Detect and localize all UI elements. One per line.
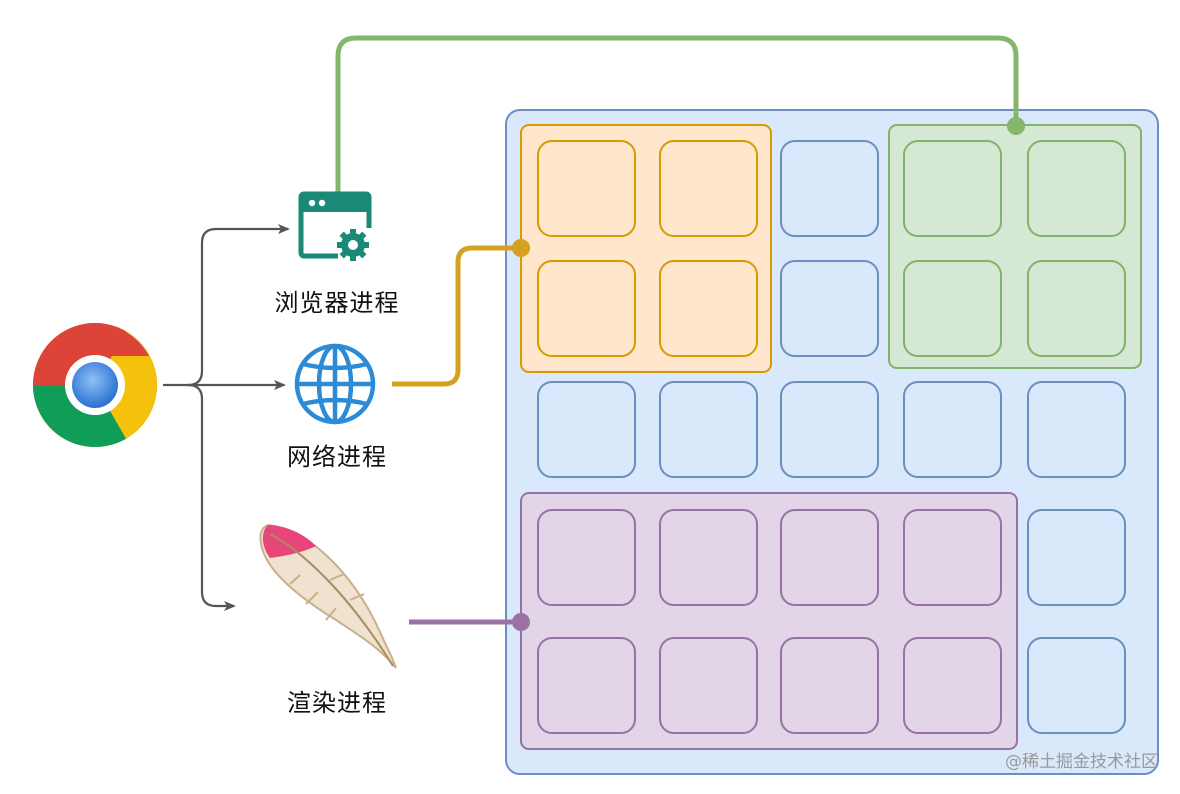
browser-memory-cell	[903, 260, 1002, 357]
renderer-memory-cell	[659, 509, 758, 606]
free-memory-cell	[780, 260, 879, 357]
free-memory-cell	[537, 381, 636, 478]
network-connector-dot	[512, 239, 530, 257]
browser-memory-cell	[1027, 260, 1126, 357]
memory-cells	[537, 140, 1126, 734]
browser-connector	[335, 35, 1019, 192]
browser-process-label: 浏览器进程	[274, 289, 400, 317]
free-memory-cell	[903, 381, 1002, 478]
renderer-memory-cell	[903, 637, 1002, 734]
free-memory-cell	[1027, 509, 1126, 606]
free-memory-cell	[659, 381, 758, 478]
arrow-to-renderer	[163, 383, 236, 611]
browser-window-gear-icon	[298, 191, 374, 264]
renderer-memory-cell	[780, 509, 879, 606]
free-memory-cell	[1027, 381, 1126, 478]
renderer-memory-cell	[537, 637, 636, 734]
renderer-memory-cell	[537, 509, 636, 606]
network-connector	[392, 245, 521, 387]
renderer-connector-dot	[512, 613, 530, 631]
free-memory-cell	[780, 140, 879, 237]
browser-memory-cell	[903, 140, 1002, 237]
renderer-memory-cell	[903, 509, 1002, 606]
browser-connector-dot	[1007, 117, 1025, 135]
browser-memory-cell	[1027, 140, 1126, 237]
arrow-to-browser	[187, 224, 290, 387]
process-arrows	[163, 224, 290, 611]
network-memory-cell	[537, 140, 636, 237]
free-memory-cell	[1027, 637, 1126, 734]
chrome-logo-icon	[33, 322, 158, 448]
feather-icon	[259, 523, 397, 669]
free-memory-cell	[780, 381, 879, 478]
network-process-label: 网络进程	[287, 443, 387, 471]
network-memory-cell	[537, 260, 636, 357]
network-memory-cell	[659, 140, 758, 237]
renderer-process-label: 渲染进程	[287, 689, 387, 717]
network-memory-cell	[659, 260, 758, 357]
renderer-memory-cell	[659, 637, 758, 734]
watermark: @稀土掘金技术社区	[1005, 752, 1158, 772]
globe-icon	[294, 343, 376, 425]
renderer-memory-cell	[780, 637, 879, 734]
